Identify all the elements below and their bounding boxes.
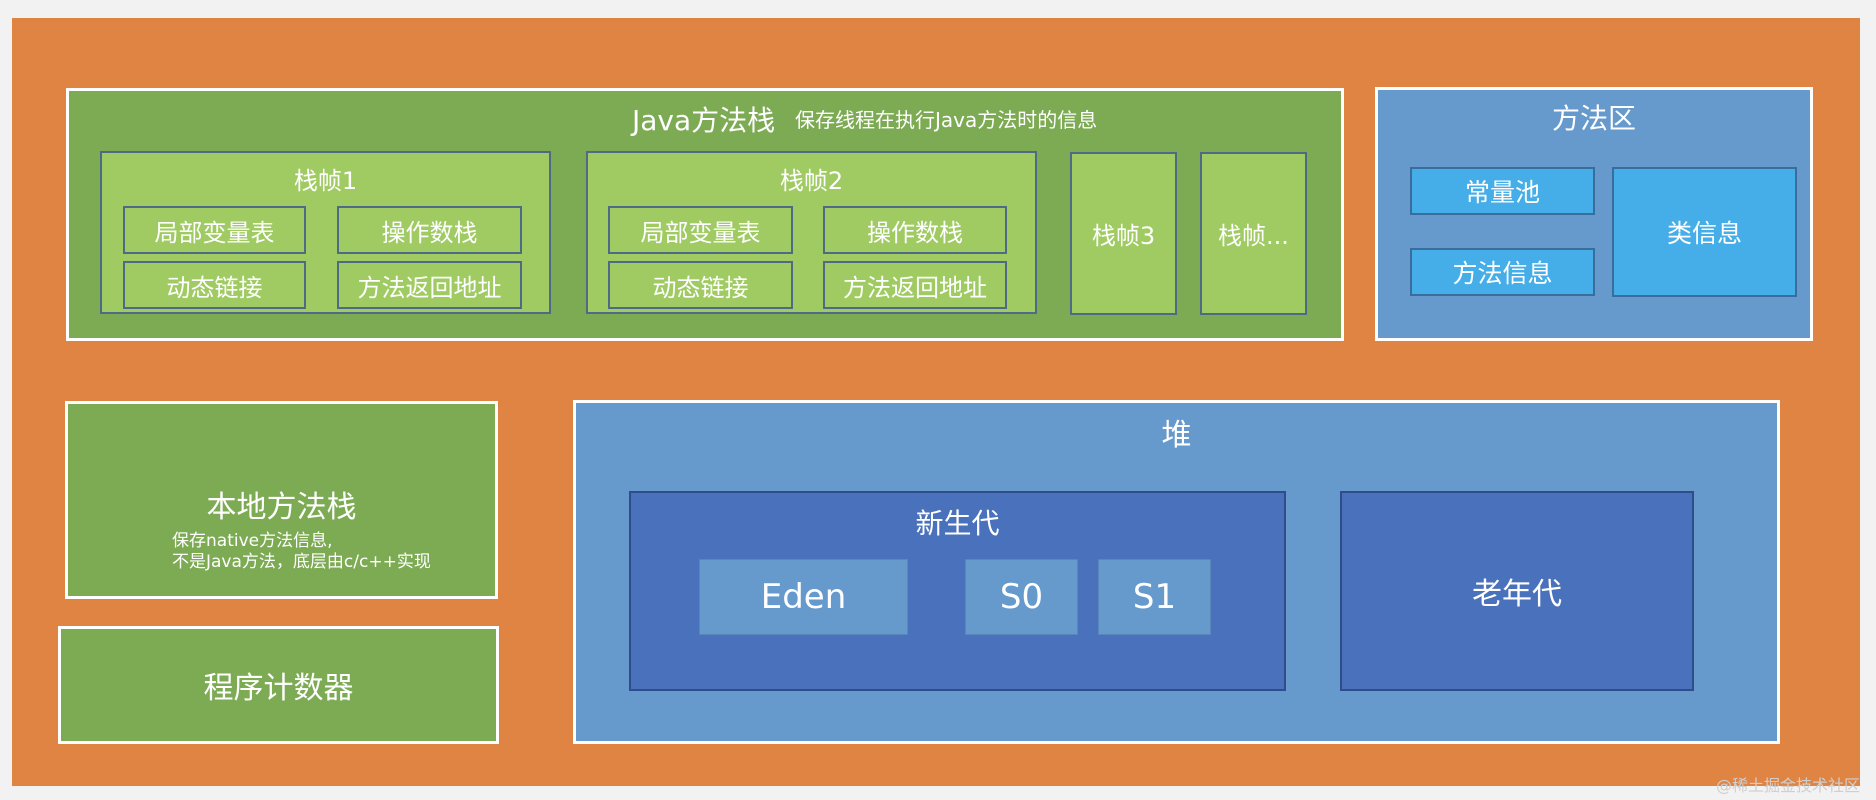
survivor-s1: S1	[1098, 559, 1211, 635]
frame-2-return-address: 方法返回地址	[823, 261, 1007, 309]
eden-space: Eden	[699, 559, 908, 635]
survivor-s0: S0	[965, 559, 1078, 635]
program-counter-register: 程序计数器	[58, 626, 499, 744]
frame-2-dynamic-link: 动态链接	[608, 261, 793, 309]
method-info: 方法信息	[1410, 248, 1595, 296]
stack-frame-3: 栈帧3	[1070, 152, 1177, 315]
native-method-stack	[65, 401, 498, 599]
heap-title: 堆	[1161, 418, 1192, 453]
watermark: @稀土掘金技术社区	[1715, 776, 1860, 795]
frame-1-operand-stack: 操作数栈	[337, 206, 522, 254]
frame-2-operand-stack: 操作数栈	[823, 206, 1007, 254]
java-stack-title: Java方法栈	[632, 104, 776, 137]
native-stack-title: 本地方法栈	[206, 490, 357, 525]
old-generation: 老年代	[1340, 491, 1694, 691]
frame-2-local-vars: 局部变量表	[608, 206, 793, 254]
constant-pool: 常量池	[1410, 167, 1595, 215]
frame-1-dynamic-link: 动态链接	[123, 261, 306, 309]
frame-1-return-address: 方法返回地址	[337, 261, 522, 309]
young-gen-title: 新生代	[915, 507, 1000, 540]
java-stack-subtitle: 保存线程在执行Java方法时的信息	[795, 108, 1098, 132]
stack-frame-2-label: 栈帧2	[779, 167, 844, 195]
native-stack-desc-line2: 不是Java方法，底层由c/c++实现	[172, 552, 431, 572]
native-stack-desc-line1: 保存native方法信息,	[172, 531, 333, 551]
stack-frame-more: 栈帧...	[1200, 152, 1307, 315]
stack-frame-1-label: 栈帧1	[293, 167, 358, 195]
class-info: 类信息	[1612, 167, 1797, 297]
frame-1-local-vars: 局部变量表	[123, 206, 306, 254]
method-area-title: 方法区	[1551, 102, 1636, 135]
